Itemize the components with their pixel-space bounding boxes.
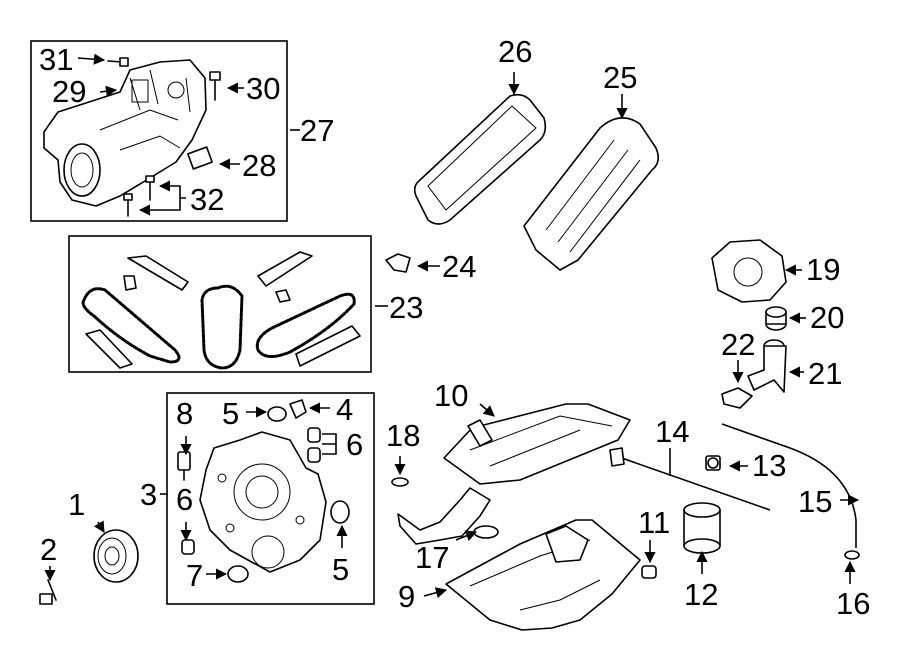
callout-32: 32 — [190, 182, 224, 217]
dipstick-tube-part-14 — [615, 455, 771, 511]
callout-29: 29 — [52, 74, 86, 109]
callout-4: 4 — [336, 392, 353, 427]
upper-oil-pan-part-10 — [443, 403, 631, 485]
leader-lines — [44, 53, 860, 599]
callout-24: 24 — [442, 249, 476, 284]
callout-30: 30 — [246, 71, 280, 106]
stud-parts-32 — [123, 175, 155, 217]
callout-23: 23 — [389, 290, 423, 325]
callout-20: 20 — [810, 300, 844, 335]
callout-6-left: 6 — [176, 482, 193, 517]
drain-plug-part-11 — [641, 565, 657, 579]
callout-5-bottom: 5 — [332, 552, 349, 587]
gasket-inner-line — [427, 105, 537, 211]
callout-28: 28 — [242, 148, 276, 183]
callout-18: 18 — [386, 418, 420, 453]
timing-cover-group-frame — [166, 392, 375, 605]
valve-cover-part-25 — [523, 117, 660, 271]
dipstick-part-15 — [721, 423, 857, 548]
callout-13: 13 — [752, 448, 786, 483]
timing-cover-part — [199, 431, 327, 573]
callout-17: 17 — [415, 540, 449, 575]
damper-part-1 — [93, 529, 139, 583]
callout-11: 11 — [638, 505, 670, 540]
callout-7: 7 — [186, 558, 203, 593]
callout-5-top: 5 — [222, 396, 239, 431]
dipstick-tube-end — [609, 447, 625, 467]
o-ring-part-18 — [391, 477, 409, 487]
callout-9: 9 — [398, 579, 415, 614]
bolt-part-2 — [39, 579, 57, 605]
bolt-part-30 — [209, 71, 221, 101]
timing-chains-part — [81, 251, 361, 370]
bushing-part-20 — [765, 306, 787, 331]
sensor-part-13 — [705, 455, 721, 471]
callout-3: 3 — [140, 477, 157, 512]
seal-part-5-right — [330, 500, 350, 524]
callout-21: 21 — [808, 356, 842, 391]
pickup-part-21 — [747, 339, 787, 393]
callout-31: 31 — [39, 42, 73, 77]
callout-15: 15 — [798, 484, 832, 519]
callout-25: 25 — [603, 60, 637, 95]
intake-manifold-part — [43, 59, 207, 207]
valve-cover-gasket-part-26 — [413, 93, 547, 225]
o-ring-part-16 — [844, 550, 860, 560]
gasket-part-22 — [721, 387, 753, 409]
timing-chain-group-frame — [68, 235, 372, 373]
dowel-parts-6 — [181, 427, 321, 555]
callout-1: 1 — [68, 487, 85, 522]
callout-26: 26 — [498, 34, 532, 69]
callout-16: 16 — [836, 586, 870, 621]
callout-12: 12 — [684, 577, 718, 612]
oil-filter-part-12 — [683, 502, 721, 554]
bracket-part-4 — [289, 399, 307, 419]
callout-19: 19 — [806, 252, 840, 287]
seal-part-5-top — [267, 406, 287, 422]
bolt-part-31 — [107, 57, 129, 67]
callout-8: 8 — [176, 396, 193, 431]
callout-14: 14 — [655, 414, 689, 449]
seal-part-7 — [227, 565, 249, 583]
callout-6-right: 6 — [346, 427, 363, 462]
pickup-tube-part-17 — [397, 487, 499, 545]
gasket-part-28 — [187, 146, 213, 170]
sensor-part-8 — [177, 451, 191, 481]
oil-pump-part-19 — [711, 239, 787, 303]
callout-2: 2 — [40, 532, 57, 567]
intake-manifold-group-frame — [30, 40, 288, 222]
lower-oil-pan-part-9 — [445, 519, 641, 631]
callout-22: 22 — [721, 327, 755, 362]
callout-27: 27 — [300, 113, 334, 148]
tensioner-part-24 — [385, 253, 411, 273]
callout-10: 10 — [434, 378, 468, 413]
